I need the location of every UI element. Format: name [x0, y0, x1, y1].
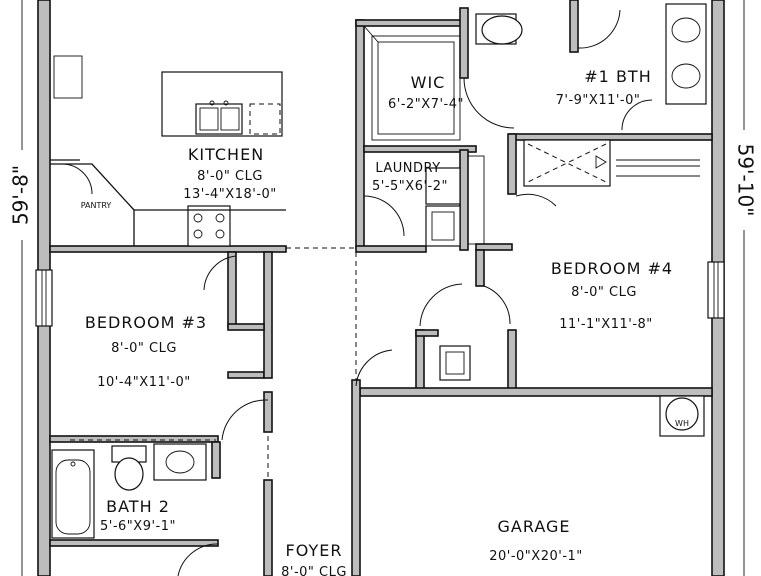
interior-walls [49, 0, 713, 576]
bath2-label: BATH 2 [106, 497, 170, 516]
bedroom4-label: BEDROOM #4 [551, 259, 673, 278]
bedroom4-size: 11'-1"X11'-8" [559, 317, 653, 332]
hvac-unit [439, 345, 471, 381]
bedroom3-fixtures [203, 255, 269, 441]
water-heater-label: WH [675, 419, 689, 428]
dryer [425, 167, 461, 205]
bedroom4-ceiling: 8'-0" CLG [571, 285, 637, 300]
laundry-shelf [467, 155, 485, 245]
windows [35, 261, 725, 327]
left-dimension: 59'-8" [9, 165, 33, 225]
wic-fixtures [363, 25, 515, 141]
wic-label: WIC [411, 73, 446, 92]
dimension-lines: 59'-8" 59'-10" [9, 0, 758, 576]
toilet-bowl [481, 15, 523, 45]
bath2-fixtures [51, 439, 219, 576]
hall [286, 247, 511, 387]
garage-size: 20'-0"X20'-1" [489, 549, 583, 564]
bathtub [51, 449, 95, 539]
bedroom3-label: BEDROOM #3 [85, 313, 207, 332]
pantry-label: PANTRY [81, 201, 112, 210]
laundry-label: LAUNDRY [375, 161, 440, 176]
laundry-size: 5'-5"X6'-2" [372, 179, 448, 194]
garage-label: GARAGE [498, 517, 571, 536]
kitchen-size: 13'-4"X18'-0" [183, 187, 277, 202]
foyer-ceiling: 8'-0" CLG [281, 565, 347, 576]
foyer-label: FOYER [286, 541, 343, 560]
wic-size: 6'-2"X7'-4" [388, 97, 464, 112]
kitchen-sink [195, 103, 243, 135]
laundry-fixtures [363, 155, 557, 247]
bath1-size: 7'-9"X11'-0" [556, 93, 641, 108]
water-heater [665, 397, 699, 431]
garage-fixtures [659, 395, 705, 437]
shower [523, 139, 611, 187]
bedroom3-ceiling: 8'-0" CLG [111, 341, 177, 356]
dishwasher [249, 103, 281, 135]
kitchen-label: KITCHEN [188, 145, 264, 164]
kitchen-fixtures [50, 55, 286, 247]
bath1-fixtures [475, 3, 707, 187]
vanity2 [153, 443, 207, 481]
kitchen-ceiling: 8'-0" CLG [197, 169, 263, 184]
toilet2-bowl [114, 457, 144, 491]
range [187, 205, 231, 247]
bath1-label: #1 BTH [584, 67, 651, 86]
bath2-size: 5'-6"X9'-1" [100, 519, 176, 534]
labels: KITCHEN 8'-0" CLG 13'-4"X18'-0" PANTRY W… [81, 67, 689, 576]
vanity [665, 3, 707, 105]
right-dimension: 59'-10" [734, 144, 758, 217]
bedroom3-size: 10'-4"X11'-0" [97, 375, 191, 390]
